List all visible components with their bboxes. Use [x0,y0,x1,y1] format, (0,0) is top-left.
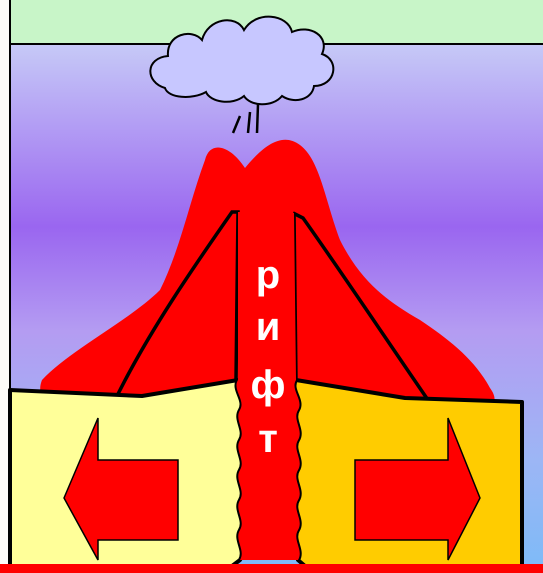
rift-letter-3: ф [251,363,286,407]
bottom-bar [0,564,543,573]
rift-letter-2: и [256,305,281,349]
smoke-line-3 [257,104,258,133]
rift-letter-1: р [256,253,280,297]
rift-letter-4: т [258,417,278,461]
